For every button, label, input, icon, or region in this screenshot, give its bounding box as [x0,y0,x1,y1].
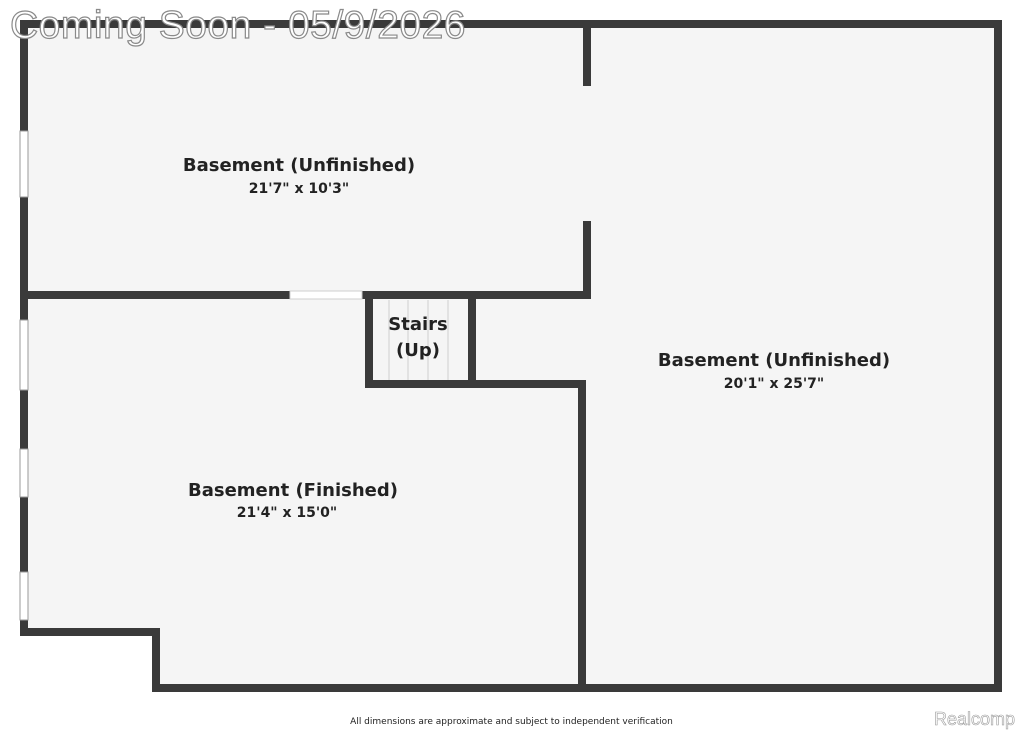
brand-watermark: Realcomp [933,709,1016,730]
walls [20,20,1002,692]
windows [19,130,29,621]
room-name-lower-left: Basement (Finished) [188,480,398,501]
room-dims-lower-left: 21'4" x 15'0" [237,505,337,521]
window-3 [19,448,29,498]
room-name-right: Basement (Unfinished) [658,350,890,371]
room-dims-right: 20'1" x 25'7" [724,376,824,392]
window-1 [19,130,29,198]
floor-area [24,24,998,688]
room-name-upper-left: Basement (Unfinished) [183,155,415,176]
room-dims-upper-left: 21'7" x 10'3" [249,181,349,197]
window-4 [19,571,29,621]
stair-treads [388,300,449,382]
window-2 [19,319,29,391]
stairs-label-line1: Stairs [388,314,447,335]
coming-soon-watermark: Coming Soon - 05/9/2026 [9,3,466,47]
stairs-label-line2: (Up) [396,340,440,361]
doorway-opening [289,290,363,300]
disclaimer-note: All dimensions are approximate and subje… [350,717,673,727]
